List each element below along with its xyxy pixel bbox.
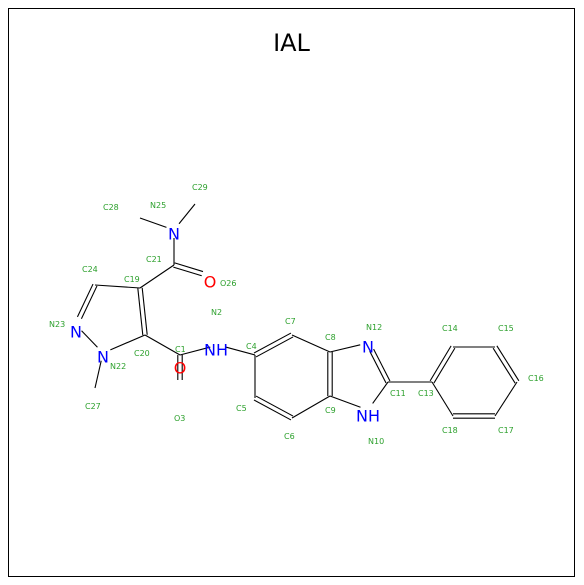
atom-label-n25: N25 (150, 201, 166, 210)
bond-n25-c28 (139, 217, 167, 228)
bond-c24-n23-second (80, 285, 98, 319)
atom-label-c15: C15 (498, 324, 514, 333)
bond-n22-c20 (110, 334, 146, 351)
bond-c6-c5-second (253, 399, 292, 421)
bond-c21-o26 (173, 266, 202, 277)
atom-label-c8: C8 (325, 333, 336, 342)
atom-label-c19: C19 (124, 275, 140, 284)
atom-label-o3: O3 (174, 414, 185, 423)
bonds (76, 203, 520, 421)
atom-label-c7: C7 (285, 317, 296, 326)
bond-c13-c14-second (429, 345, 452, 382)
atom-label-n23: N23 (49, 320, 65, 329)
bond-c20-c1 (144, 334, 181, 356)
atom-label-c4: C4 (246, 342, 257, 351)
atom-label-c21: C21 (146, 255, 162, 264)
molecule-title: IAL (273, 29, 310, 57)
bond-c1-n2 (179, 346, 211, 356)
bond-c16-c17 (494, 381, 518, 417)
atom-label-c28: C28 (103, 203, 119, 212)
bond-c19-c24 (94, 284, 141, 289)
atom-label-c17: C17 (498, 426, 514, 435)
bond-n12-c11-second (373, 348, 391, 382)
bond-n23-n22 (81, 330, 98, 348)
bond-c15-c16-second (496, 345, 520, 382)
bond-c6-c5 (255, 395, 294, 417)
atom-label-c18: C18 (442, 426, 458, 435)
atom-label-c20: C20 (134, 349, 150, 358)
molecule-frame: IAL (8, 8, 575, 577)
heteroatom-hn2: NH (204, 341, 228, 360)
heteroatom-ho26: O (204, 273, 217, 292)
heteroatom-hn22: N (97, 348, 109, 367)
atom-label-n22: N22 (110, 362, 126, 371)
atom-label-n2: N2 (211, 308, 222, 317)
bond-c11-n10 (372, 381, 389, 404)
bond-c7-c8 (291, 334, 331, 353)
atom-label-c14: C14 (442, 324, 458, 333)
heteroatom-hn25: N (168, 225, 180, 244)
bond-c4-c7 (255, 336, 294, 358)
heteroatom-hn12: N (362, 338, 374, 357)
atom-label-c29: C29 (192, 183, 208, 192)
bond-n12-c11 (369, 350, 387, 384)
bond-n22-c27 (94, 360, 102, 389)
heteroatom-hn23: N (70, 323, 82, 342)
atom-label-n10: N10 (368, 437, 384, 446)
atom-label-o26: O26 (220, 279, 236, 288)
bond-c21-o26-second (174, 262, 204, 273)
bond-c20-c19 (141, 287, 148, 335)
bond-c18-c13 (431, 381, 454, 417)
bond-c13-c14 (433, 347, 456, 384)
bond-n2-c4 (225, 346, 256, 356)
atom-label-c13: C13 (418, 389, 434, 398)
bond-c8-n12 (329, 344, 361, 353)
bond-c20-c19-second (137, 288, 144, 336)
atom-label-c1: C1 (175, 345, 186, 354)
atom-label-c6: C6 (284, 432, 295, 441)
bond-c9-c6 (291, 395, 331, 419)
atom-label-n12: N12 (366, 323, 382, 332)
bond-c4-c7-second (253, 332, 292, 354)
atom-label-c24: C24 (82, 265, 98, 274)
bond-c15-c16 (492, 347, 516, 384)
atom-label-c9: C9 (325, 406, 336, 415)
bond-c21-c19 (139, 264, 175, 289)
atom-label-c5: C5 (236, 404, 247, 413)
atom-label-c16: C16 (528, 374, 544, 383)
bond-n25-c29 (178, 203, 196, 225)
atom-label-c11: C11 (390, 389, 406, 398)
heteroatom-ho3: O (174, 359, 187, 378)
bond-c24-n23 (76, 283, 94, 318)
heteroatom-hn10: NH (356, 407, 380, 426)
atom-label-c27: C27 (85, 402, 101, 411)
bond-n10-c9 (329, 395, 361, 408)
